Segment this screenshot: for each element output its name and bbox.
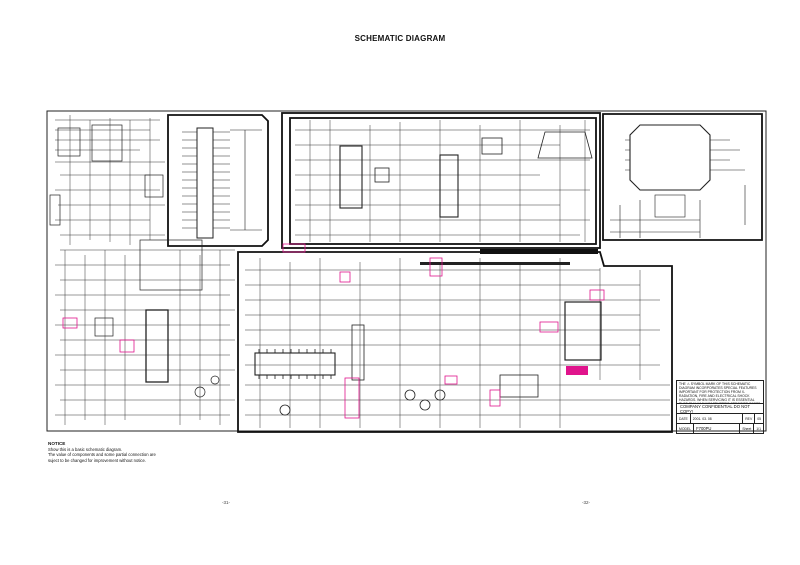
block-deflection-outline [281, 112, 601, 249]
date-label: DATE [677, 414, 691, 423]
safety-highlights [62, 243, 605, 419]
page-title: SCHEMATIC DIAGRAM [354, 34, 446, 43]
right-page-number: -32- [582, 500, 591, 505]
title-block: THE ⚠ SYMBOL MARK OF THIS SCHEMATIC DIAG… [676, 380, 764, 434]
wiring-power [245, 258, 670, 428]
notice-line-1: Show this is a basic schematic diagram. [48, 446, 123, 452]
confidential-text: COMPANY CONFIDENTIAL DO NOT COPY! [680, 403, 750, 414]
model-value: F700PU [694, 424, 741, 433]
notice-heading: NOTICE [48, 441, 66, 446]
notice-block: NOTICE Show this is a basic schematic di… [48, 441, 156, 463]
date-value: 2001. 03. 08 [691, 414, 744, 423]
model-row: MODEL F700PU Sheet 1/1 [676, 423, 764, 434]
block-control-outline [167, 114, 269, 247]
date-row: DATE 2001. 03. 08 REV 05 [676, 413, 764, 423]
notice-line-2: The value of components and some partial… [48, 452, 156, 458]
sheet-label: Sheet [740, 424, 755, 433]
safety-note: THE ⚠ SYMBOL MARK OF THIS SCHEMATIC DIAG… [676, 380, 764, 403]
model-label: MODEL [677, 424, 695, 433]
sheet-border [46, 110, 767, 432]
power-components [254, 301, 602, 416]
wiring-left [55, 115, 235, 425]
block-deflection-inner-outline [289, 117, 597, 245]
sheet-value: 1/1 [756, 426, 761, 431]
wiring-deflection [295, 120, 590, 242]
safety-component-fill [566, 366, 588, 375]
connector-bar [420, 249, 598, 265]
block-osd-outline [602, 113, 763, 241]
confidential-row: COMPANY CONFIDENTIAL DO NOT COPY! [676, 403, 764, 414]
osd-block [610, 124, 746, 238]
control-ic [182, 127, 262, 239]
crt-neck-symbol [537, 131, 593, 159]
left-page-number: -31- [222, 500, 231, 505]
block-power-outline [237, 251, 673, 433]
block-outlines [167, 112, 763, 433]
rev-label: REV [743, 414, 756, 423]
deflection-components [339, 131, 593, 218]
notice-line-3: suject to be changed for improvement wit… [48, 457, 146, 463]
left-components [49, 124, 220, 398]
rev-value: 05 [757, 416, 761, 421]
